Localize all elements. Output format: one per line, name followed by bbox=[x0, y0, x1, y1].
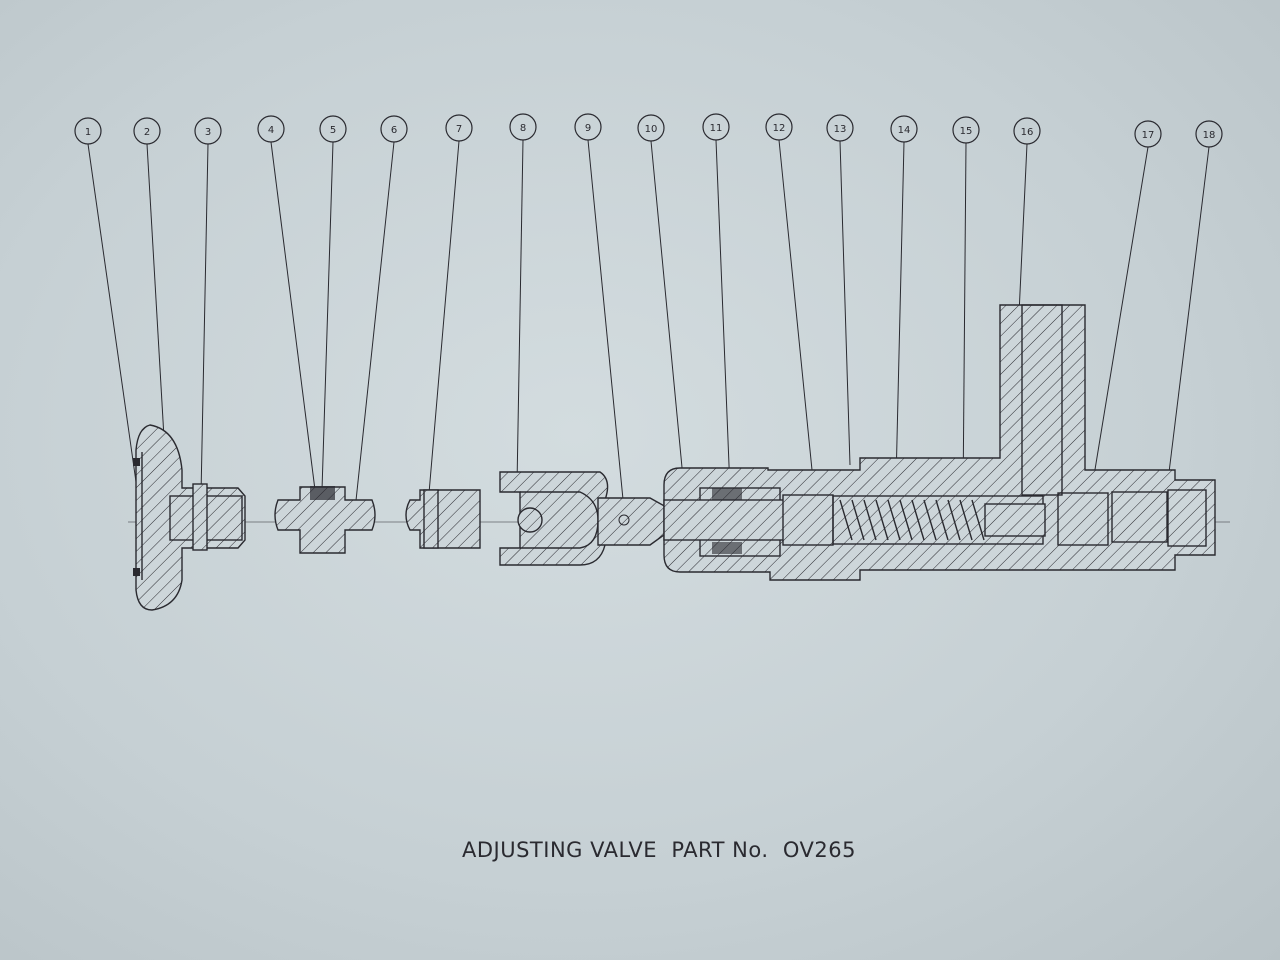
spring-coil bbox=[863, 499, 877, 541]
part-number-label: 6 bbox=[391, 125, 397, 136]
part-number-label: 5 bbox=[330, 125, 336, 136]
part-balloon-13: 13 bbox=[826, 114, 854, 142]
spring-coil bbox=[947, 499, 961, 541]
leader-line bbox=[650, 140, 684, 479]
part-number-label: 11 bbox=[710, 123, 723, 134]
part-number-label: 17 bbox=[1142, 130, 1155, 141]
part-balloon-4: 4 bbox=[257, 115, 285, 143]
shaft-coupling bbox=[405, 489, 481, 549]
part-number-label: 18 bbox=[1203, 130, 1216, 141]
spring bbox=[839, 499, 985, 541]
leader-line bbox=[778, 139, 817, 511]
part-number-label: 1 bbox=[85, 127, 91, 138]
part-balloon-3: 3 bbox=[194, 117, 222, 145]
part-balloon-17: 17 bbox=[1134, 120, 1162, 148]
spring-coil bbox=[959, 499, 973, 541]
part-number-label: 4 bbox=[268, 125, 274, 136]
part-balloon-15: 15 bbox=[952, 116, 980, 144]
leader-line bbox=[1089, 146, 1149, 501]
universal-joint bbox=[499, 471, 609, 566]
part-balloon-12: 12 bbox=[765, 113, 793, 141]
handwheel bbox=[133, 424, 246, 611]
part-balloon-9: 9 bbox=[574, 113, 602, 141]
leader-line bbox=[587, 139, 626, 521]
part-balloon-7: 7 bbox=[445, 114, 473, 142]
part-number-label: 7 bbox=[456, 124, 462, 135]
leader-lines bbox=[87, 139, 1210, 546]
part-balloon-14: 14 bbox=[890, 115, 918, 143]
leader-line bbox=[516, 139, 524, 486]
part-balloon-2: 2 bbox=[133, 117, 161, 145]
part-number-label: 2 bbox=[144, 127, 150, 138]
part-balloon-8: 8 bbox=[509, 113, 537, 141]
part-balloon-18: 18 bbox=[1195, 120, 1223, 148]
part-balloon-5: 5 bbox=[319, 115, 347, 143]
spring-coil bbox=[875, 499, 889, 541]
leader-line bbox=[715, 139, 731, 491]
part-balloon-16: 16 bbox=[1013, 117, 1041, 145]
part-number-label: 10 bbox=[645, 124, 658, 135]
part-balloon-10: 10 bbox=[637, 114, 665, 142]
part-balloon-6: 6 bbox=[380, 115, 408, 143]
leader-line bbox=[895, 141, 905, 483]
part-balloon-1: 1 bbox=[74, 117, 102, 145]
leader-line bbox=[87, 143, 141, 511]
leader-line bbox=[1164, 146, 1210, 506]
part-number-label: 12 bbox=[773, 123, 786, 134]
spring-coil bbox=[971, 499, 985, 541]
leader-line bbox=[354, 141, 395, 511]
drawing-caption: ADJUSTING VALVE PART No. OV265 bbox=[462, 838, 856, 862]
leader-line bbox=[146, 143, 166, 456]
part-number-label: 3 bbox=[205, 127, 211, 138]
part-number-label: 16 bbox=[1021, 127, 1034, 138]
spring-coil bbox=[899, 499, 913, 541]
spring-coil bbox=[839, 499, 853, 541]
spring-coil bbox=[851, 499, 865, 541]
spring-coil bbox=[935, 499, 949, 541]
part-number-label: 13 bbox=[834, 124, 847, 135]
spindle bbox=[274, 486, 376, 554]
part-number-label: 8 bbox=[520, 123, 526, 134]
spring-coil bbox=[887, 499, 901, 541]
part-number-label: 14 bbox=[898, 125, 911, 136]
leader-line bbox=[321, 141, 334, 491]
valve-body bbox=[663, 304, 1216, 581]
leader-line bbox=[270, 141, 316, 491]
leader-line bbox=[962, 142, 967, 501]
part-balloon-11: 11 bbox=[702, 113, 730, 141]
part-number-label: 15 bbox=[960, 126, 973, 137]
leader-line bbox=[839, 140, 851, 466]
spring-coil bbox=[911, 499, 925, 541]
leader-line bbox=[427, 140, 460, 506]
part-number-label: 9 bbox=[585, 123, 591, 134]
spring-coil bbox=[923, 499, 937, 541]
leader-line bbox=[199, 143, 209, 546]
connecting-link bbox=[597, 497, 669, 546]
